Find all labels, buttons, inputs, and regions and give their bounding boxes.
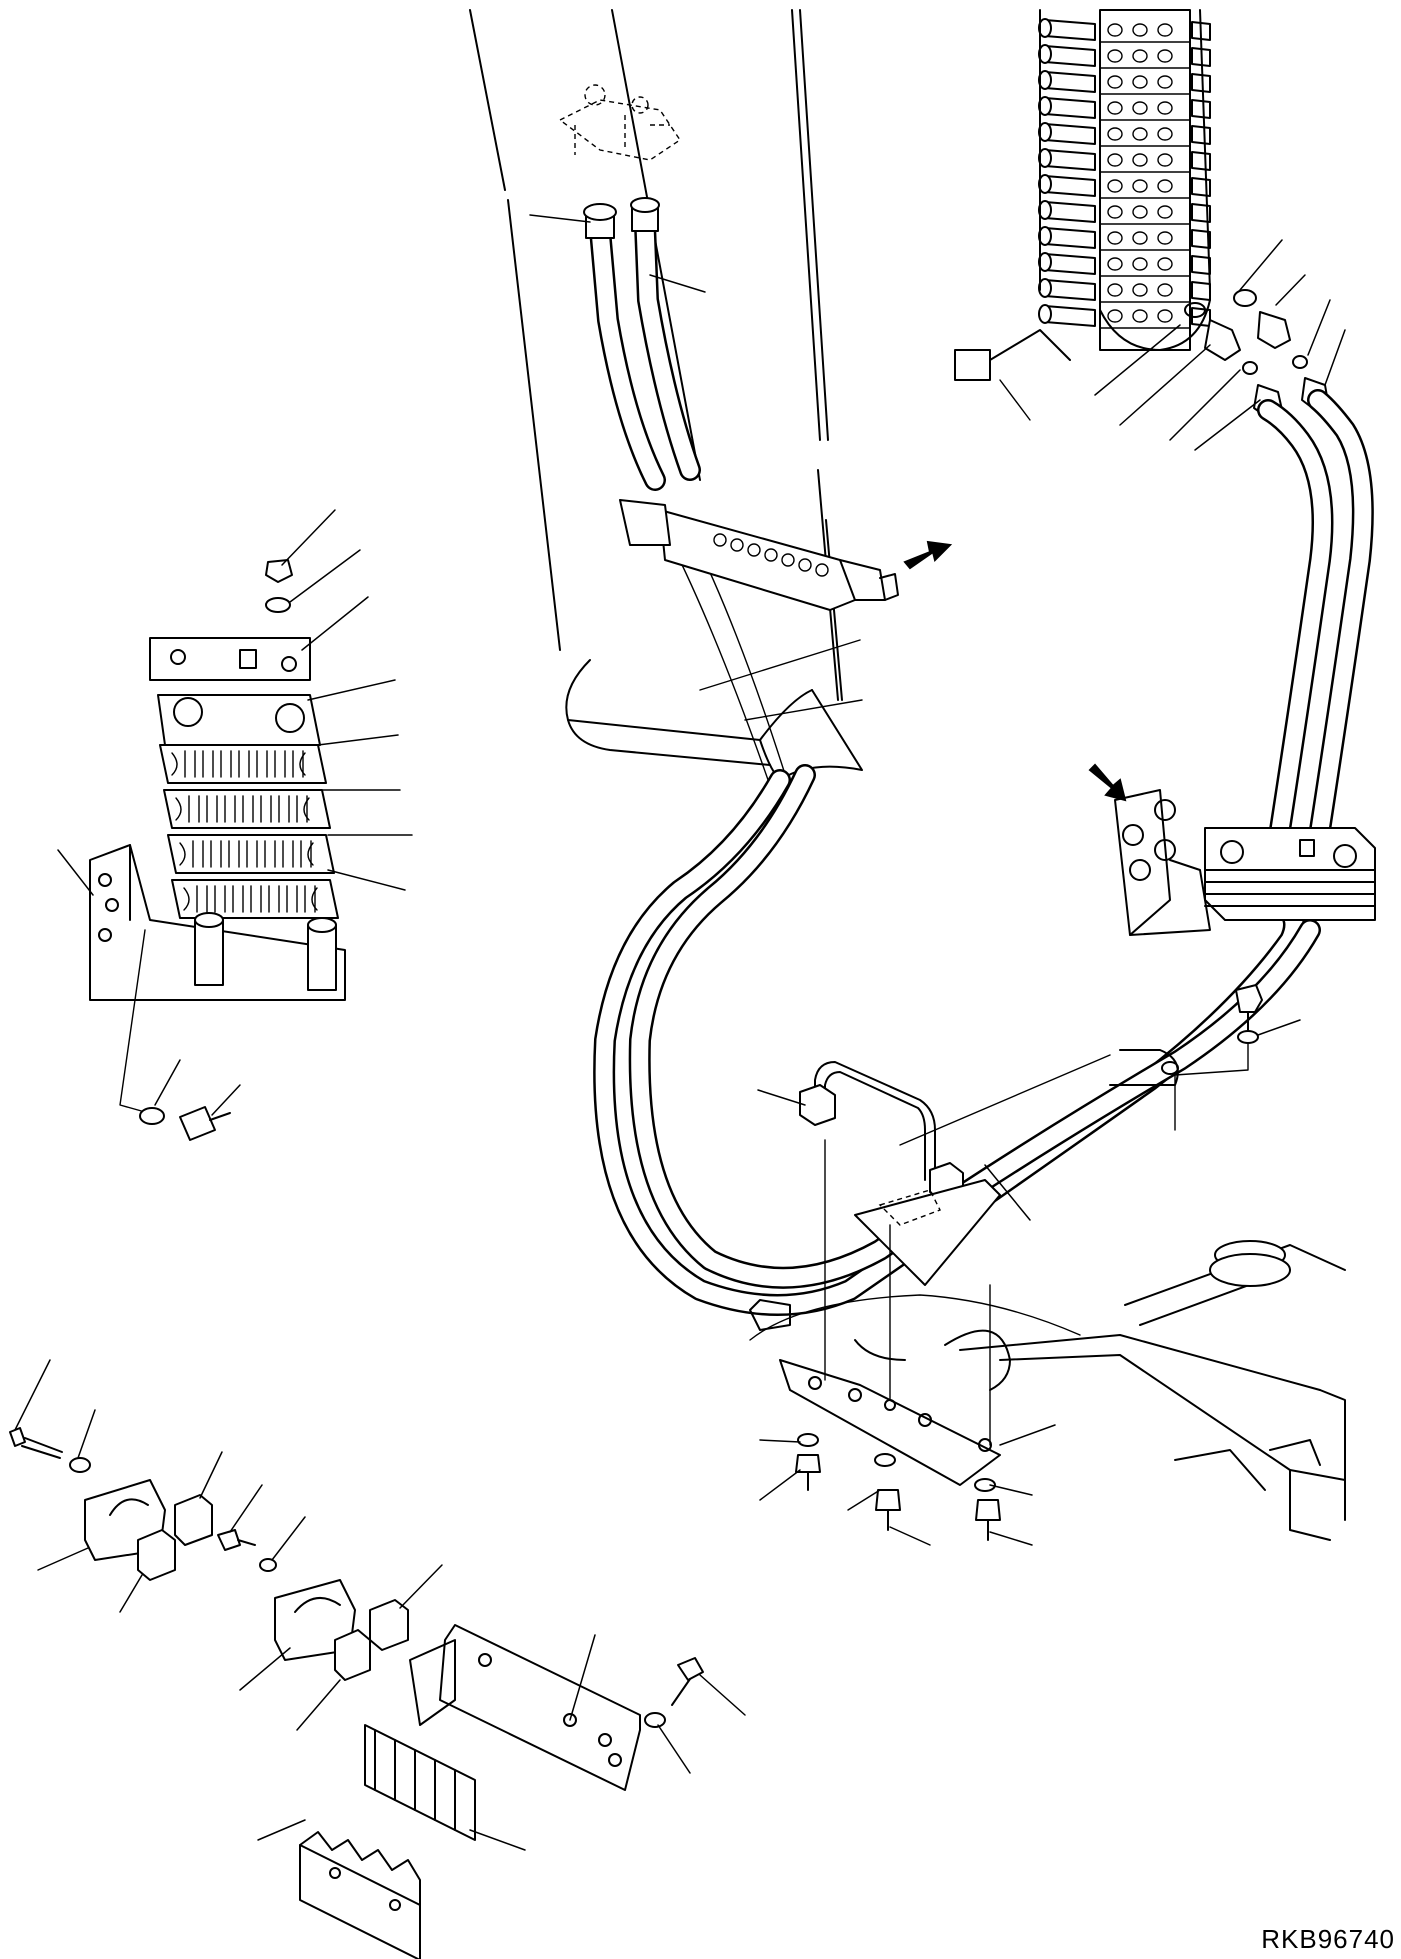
- hose-assembly: [589, 214, 1374, 1316]
- washer-icon: [139, 1107, 165, 1125]
- frame-structure: [749, 1240, 1346, 1541]
- valve-spool-icon: [1044, 149, 1096, 171]
- spacer-icon: [137, 1529, 176, 1581]
- valve-side-clamp: [1114, 789, 1376, 936]
- valve-spool-icon: [1044, 175, 1096, 197]
- exploded-hose-clamp: [89, 559, 346, 1141]
- bolt-icon: [975, 1499, 1001, 1521]
- nut-icon: [799, 1084, 836, 1126]
- bolt-icon: [875, 1489, 901, 1511]
- valve-spool-icon: [1044, 305, 1096, 327]
- leader-lines: [14, 214, 1346, 1851]
- plate-fasteners: [795, 1433, 1001, 1541]
- boom-clamp: [619, 499, 899, 611]
- washer-icon: [1237, 1030, 1259, 1044]
- hose-nut-icon: [583, 203, 617, 221]
- valve-spool-icon: [1044, 71, 1096, 93]
- valve-spool-icon: [1044, 201, 1096, 223]
- valve-bracket-arrow: [1088, 763, 1127, 802]
- spacer-icon: [334, 1629, 371, 1681]
- hose-nut-icon: [630, 197, 660, 213]
- bolt-icon: [795, 1454, 821, 1473]
- valve-spool-icon: [1044, 19, 1096, 41]
- u-bolt-bracket: [799, 1049, 1179, 1203]
- bolt-icon: [265, 559, 293, 583]
- boom-top-fitting: [558, 84, 681, 161]
- control-valve: [954, 9, 1211, 421]
- washer-icon: [259, 1558, 277, 1572]
- washer-icon: [974, 1478, 996, 1492]
- bolt-icon: [1235, 984, 1263, 1013]
- valve-spool-icon: [1044, 123, 1096, 145]
- exploded-clamp-bottom: [9, 1427, 704, 1959]
- valve-spool-icon: [1044, 227, 1096, 249]
- spacer-icon: [174, 1494, 213, 1546]
- washer-icon: [797, 1433, 819, 1447]
- washer-icon: [874, 1453, 896, 1467]
- bolt-icon: [217, 1529, 241, 1551]
- spacer-icon: [369, 1599, 409, 1651]
- valve-spool-icon: [1044, 279, 1096, 301]
- valve-spool-icon: [1044, 253, 1096, 275]
- valve-spool-icon: [1044, 45, 1096, 67]
- o-ring-icon: [1184, 302, 1206, 318]
- boom-mount-arrow: [903, 540, 953, 570]
- o-ring-icon: [1292, 355, 1308, 369]
- o-ring-icon: [1242, 361, 1258, 375]
- o-ring-icon: [1233, 289, 1257, 307]
- long-bolt-icon: [9, 1427, 26, 1447]
- drawing-number: RKB96740: [1261, 1924, 1395, 1954]
- mounting-plate: [779, 1139, 1001, 1486]
- bolt-icon: [677, 1657, 704, 1681]
- adapter-fitting-icon: [1204, 319, 1241, 361]
- valve-spool-icon: [1044, 97, 1096, 119]
- boom-hose-fittings: [583, 197, 660, 239]
- washer-icon: [69, 1457, 91, 1473]
- valve-clamp-bolt: [1174, 984, 1263, 1131]
- washer-icon: [644, 1712, 666, 1728]
- bolt-icon: [179, 1106, 216, 1141]
- washer-icon: [265, 597, 291, 613]
- adapter-fitting-icon: [1257, 311, 1291, 349]
